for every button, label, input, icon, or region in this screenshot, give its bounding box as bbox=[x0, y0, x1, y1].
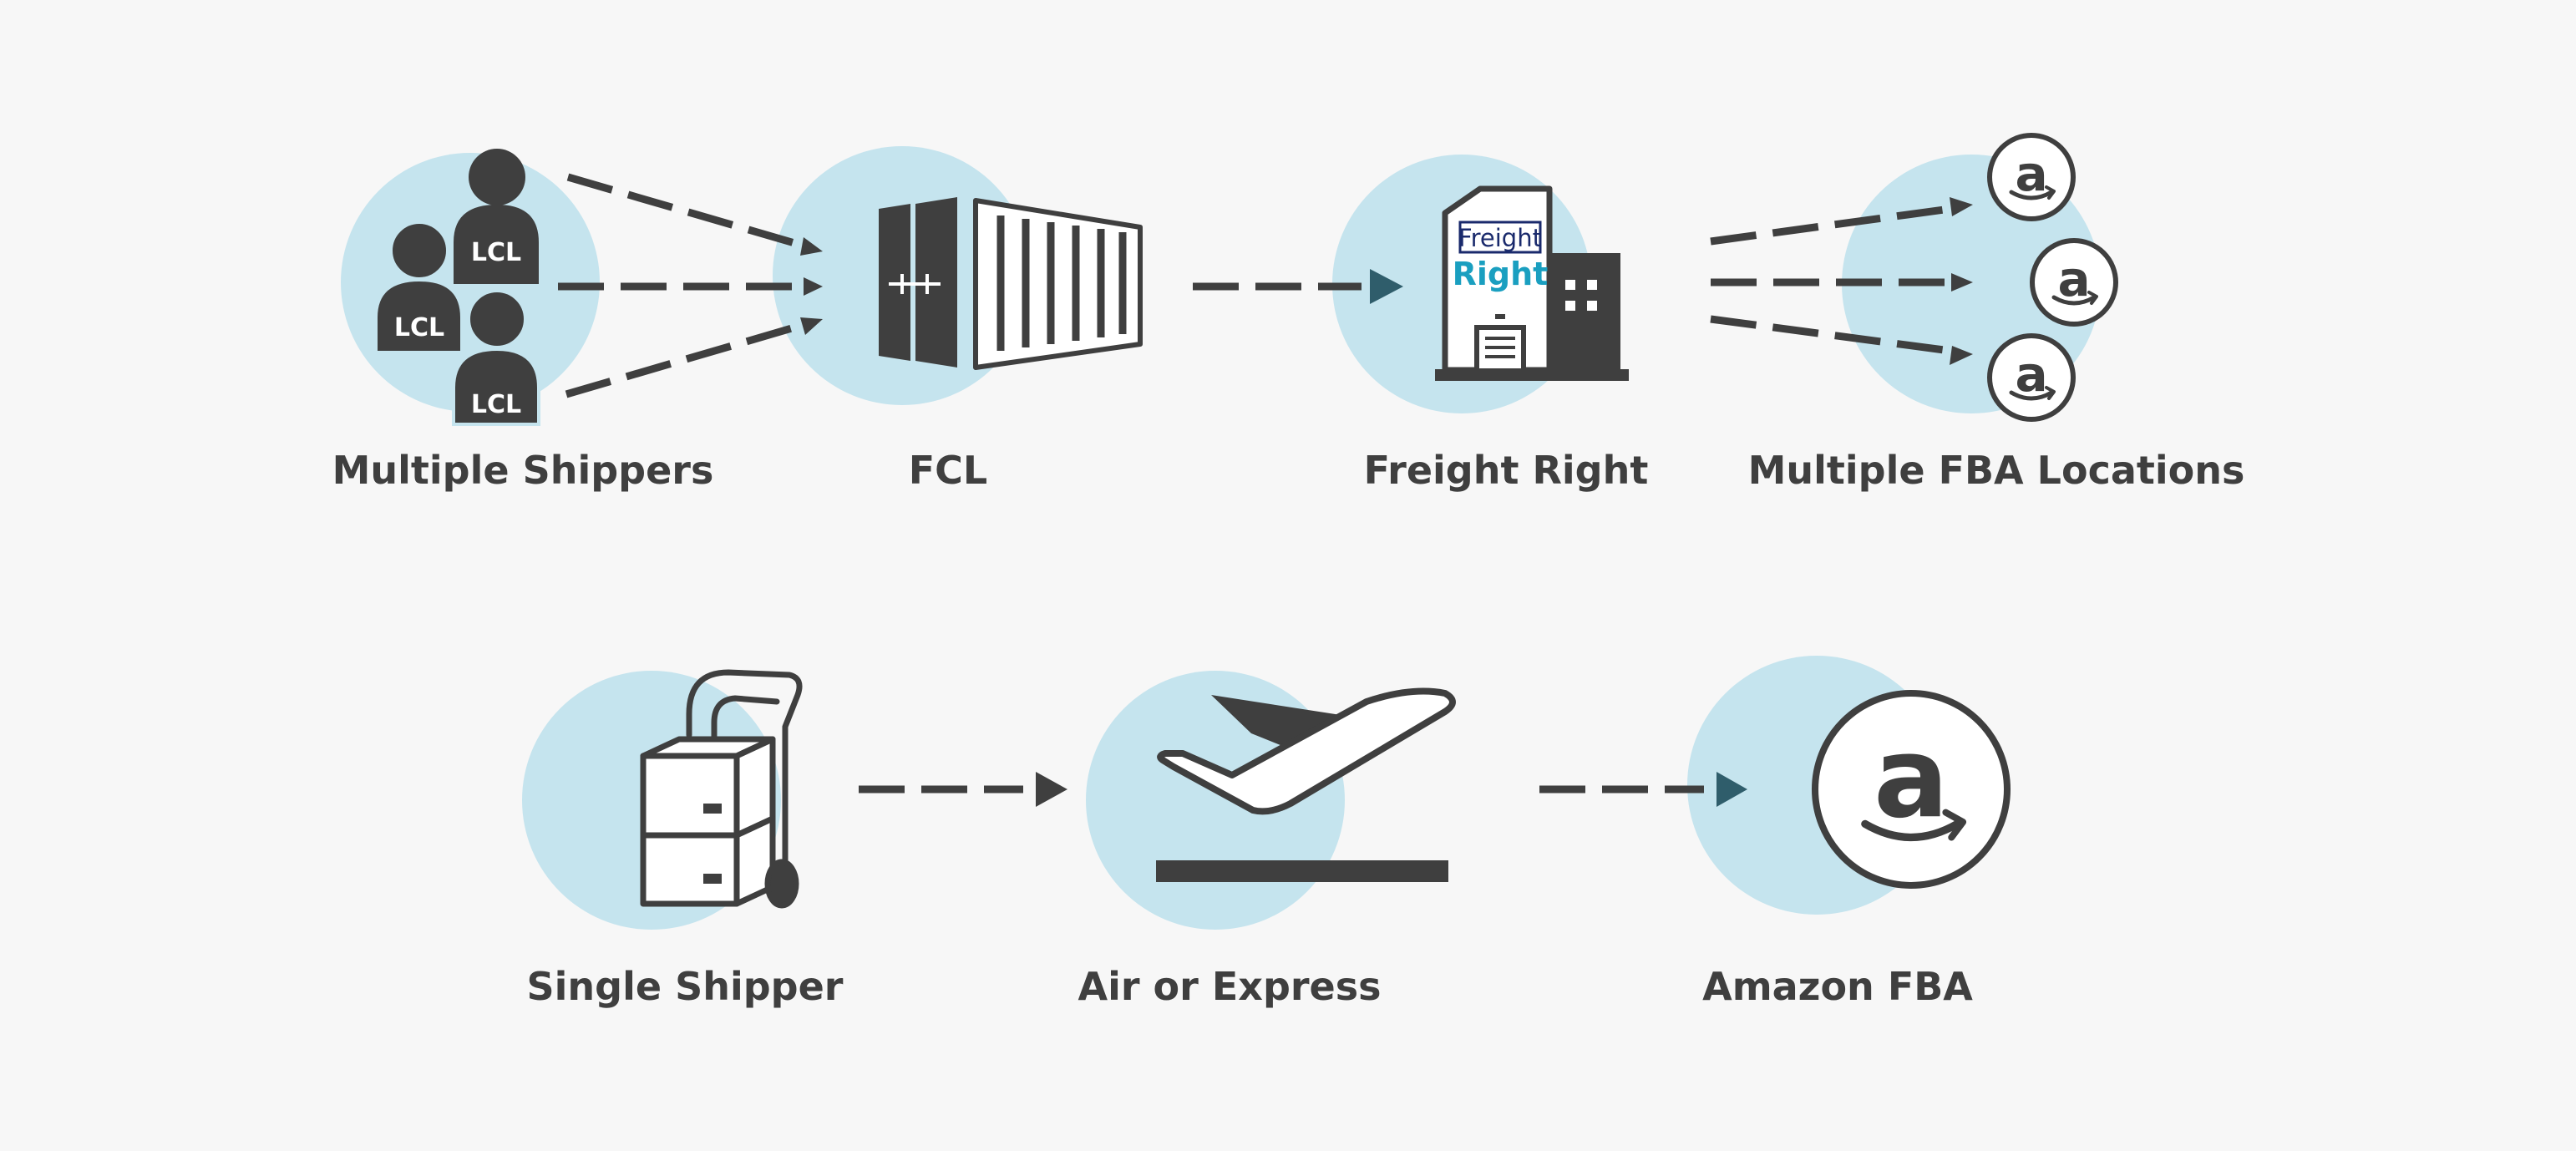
lcl-badge-1: LCL bbox=[471, 238, 521, 267]
airplane-takeoff-icon bbox=[1156, 687, 1456, 882]
warehouse-building-icon: Freight Right bbox=[1435, 185, 1629, 381]
label-single-shipper: Single Shipper bbox=[526, 964, 844, 1009]
label-multiple-shippers: Multiple Shippers bbox=[332, 448, 714, 493]
svg-text:a: a bbox=[1874, 713, 1949, 843]
hand-truck-boxes-icon bbox=[640, 669, 803, 909]
box-handle-1 bbox=[703, 804, 722, 814]
amazon-logo-icon-1 bbox=[1990, 135, 2073, 219]
circle-air-express bbox=[1086, 671, 1345, 930]
amazon-logo-icon-3 bbox=[1990, 336, 2073, 419]
lcl-badge-3: LCL bbox=[471, 390, 521, 419]
amazon-logo-icon-2 bbox=[2032, 241, 2116, 324]
arrowhead-fcl bbox=[1370, 269, 1403, 304]
lcl-badge-2: LCL bbox=[394, 313, 444, 342]
label-fcl: FCL bbox=[908, 448, 988, 493]
people-lcl-icon: LCL LCL LCL bbox=[374, 149, 540, 426]
arrowheads-freight bbox=[1950, 197, 1973, 365]
arrowhead-single bbox=[1036, 772, 1067, 807]
arrows-shippers-to-fcl bbox=[558, 173, 808, 398]
container-icon bbox=[879, 197, 1143, 370]
box-handle-2 bbox=[703, 874, 722, 884]
label-amazon-fba: Amazon FBA bbox=[1702, 964, 1973, 1009]
arrows-freight-to-fba bbox=[1710, 205, 1951, 355]
freight-logo-line2: Right bbox=[1453, 256, 1549, 292]
label-multiple-fba-locations: Multiple FBA Locations bbox=[1747, 448, 2245, 493]
arrowhead-air bbox=[1716, 772, 1747, 807]
label-freight-right: Freight Right bbox=[1363, 448, 1649, 493]
label-air-or-express: Air or Express bbox=[1078, 964, 1382, 1009]
amazon-logo-icon-large: a bbox=[1811, 689, 2011, 890]
freight-logo-line1: Freight bbox=[1458, 224, 1542, 252]
arrowheads-shippers bbox=[800, 237, 823, 335]
